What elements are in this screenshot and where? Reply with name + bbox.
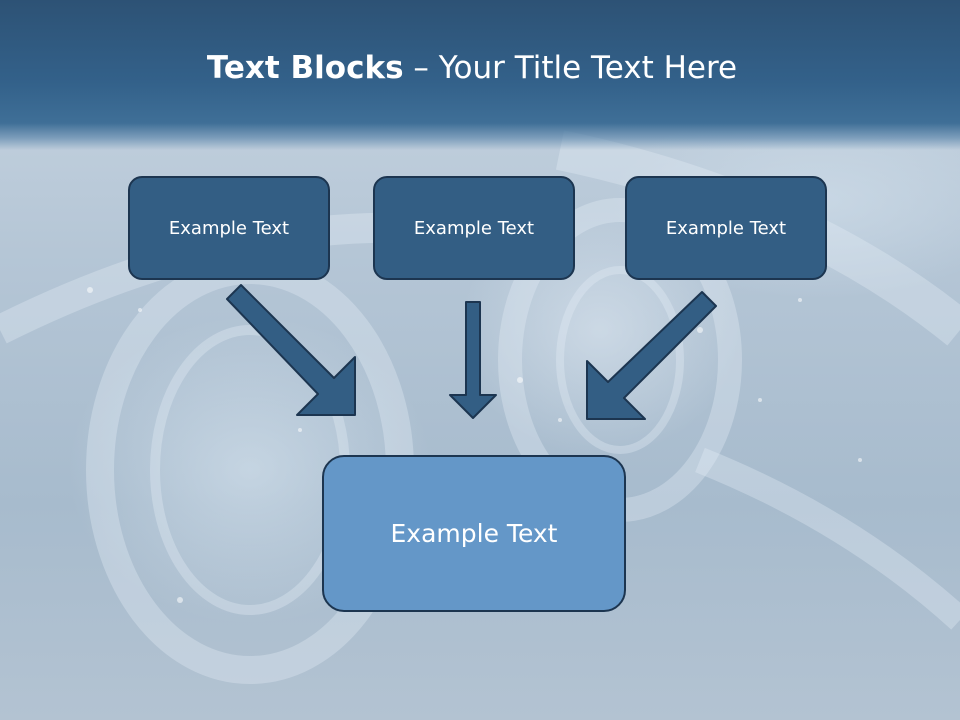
text-block-2[interactable]: Example Text: [373, 176, 575, 280]
title-band: [0, 0, 960, 150]
text-block-3-label: Example Text: [665, 217, 787, 239]
title-rest-part: – Your Title Text Here: [403, 50, 738, 86]
slide-title: Text Blocks – Your Title Text Here: [0, 50, 944, 86]
arrow-left: [226, 284, 356, 416]
title-bold-part: Text Blocks: [206, 50, 404, 86]
arrow-center: [449, 301, 497, 419]
target-text-block-label: Example Text: [390, 519, 558, 548]
text-block-3[interactable]: Example Text: [625, 176, 827, 280]
target-text-block[interactable]: Example Text: [322, 455, 626, 612]
text-block-2-label: Example Text: [413, 217, 535, 239]
text-block-1[interactable]: Example Text: [128, 176, 330, 280]
text-block-1-label: Example Text: [168, 217, 290, 239]
arrow-right: [586, 291, 717, 420]
